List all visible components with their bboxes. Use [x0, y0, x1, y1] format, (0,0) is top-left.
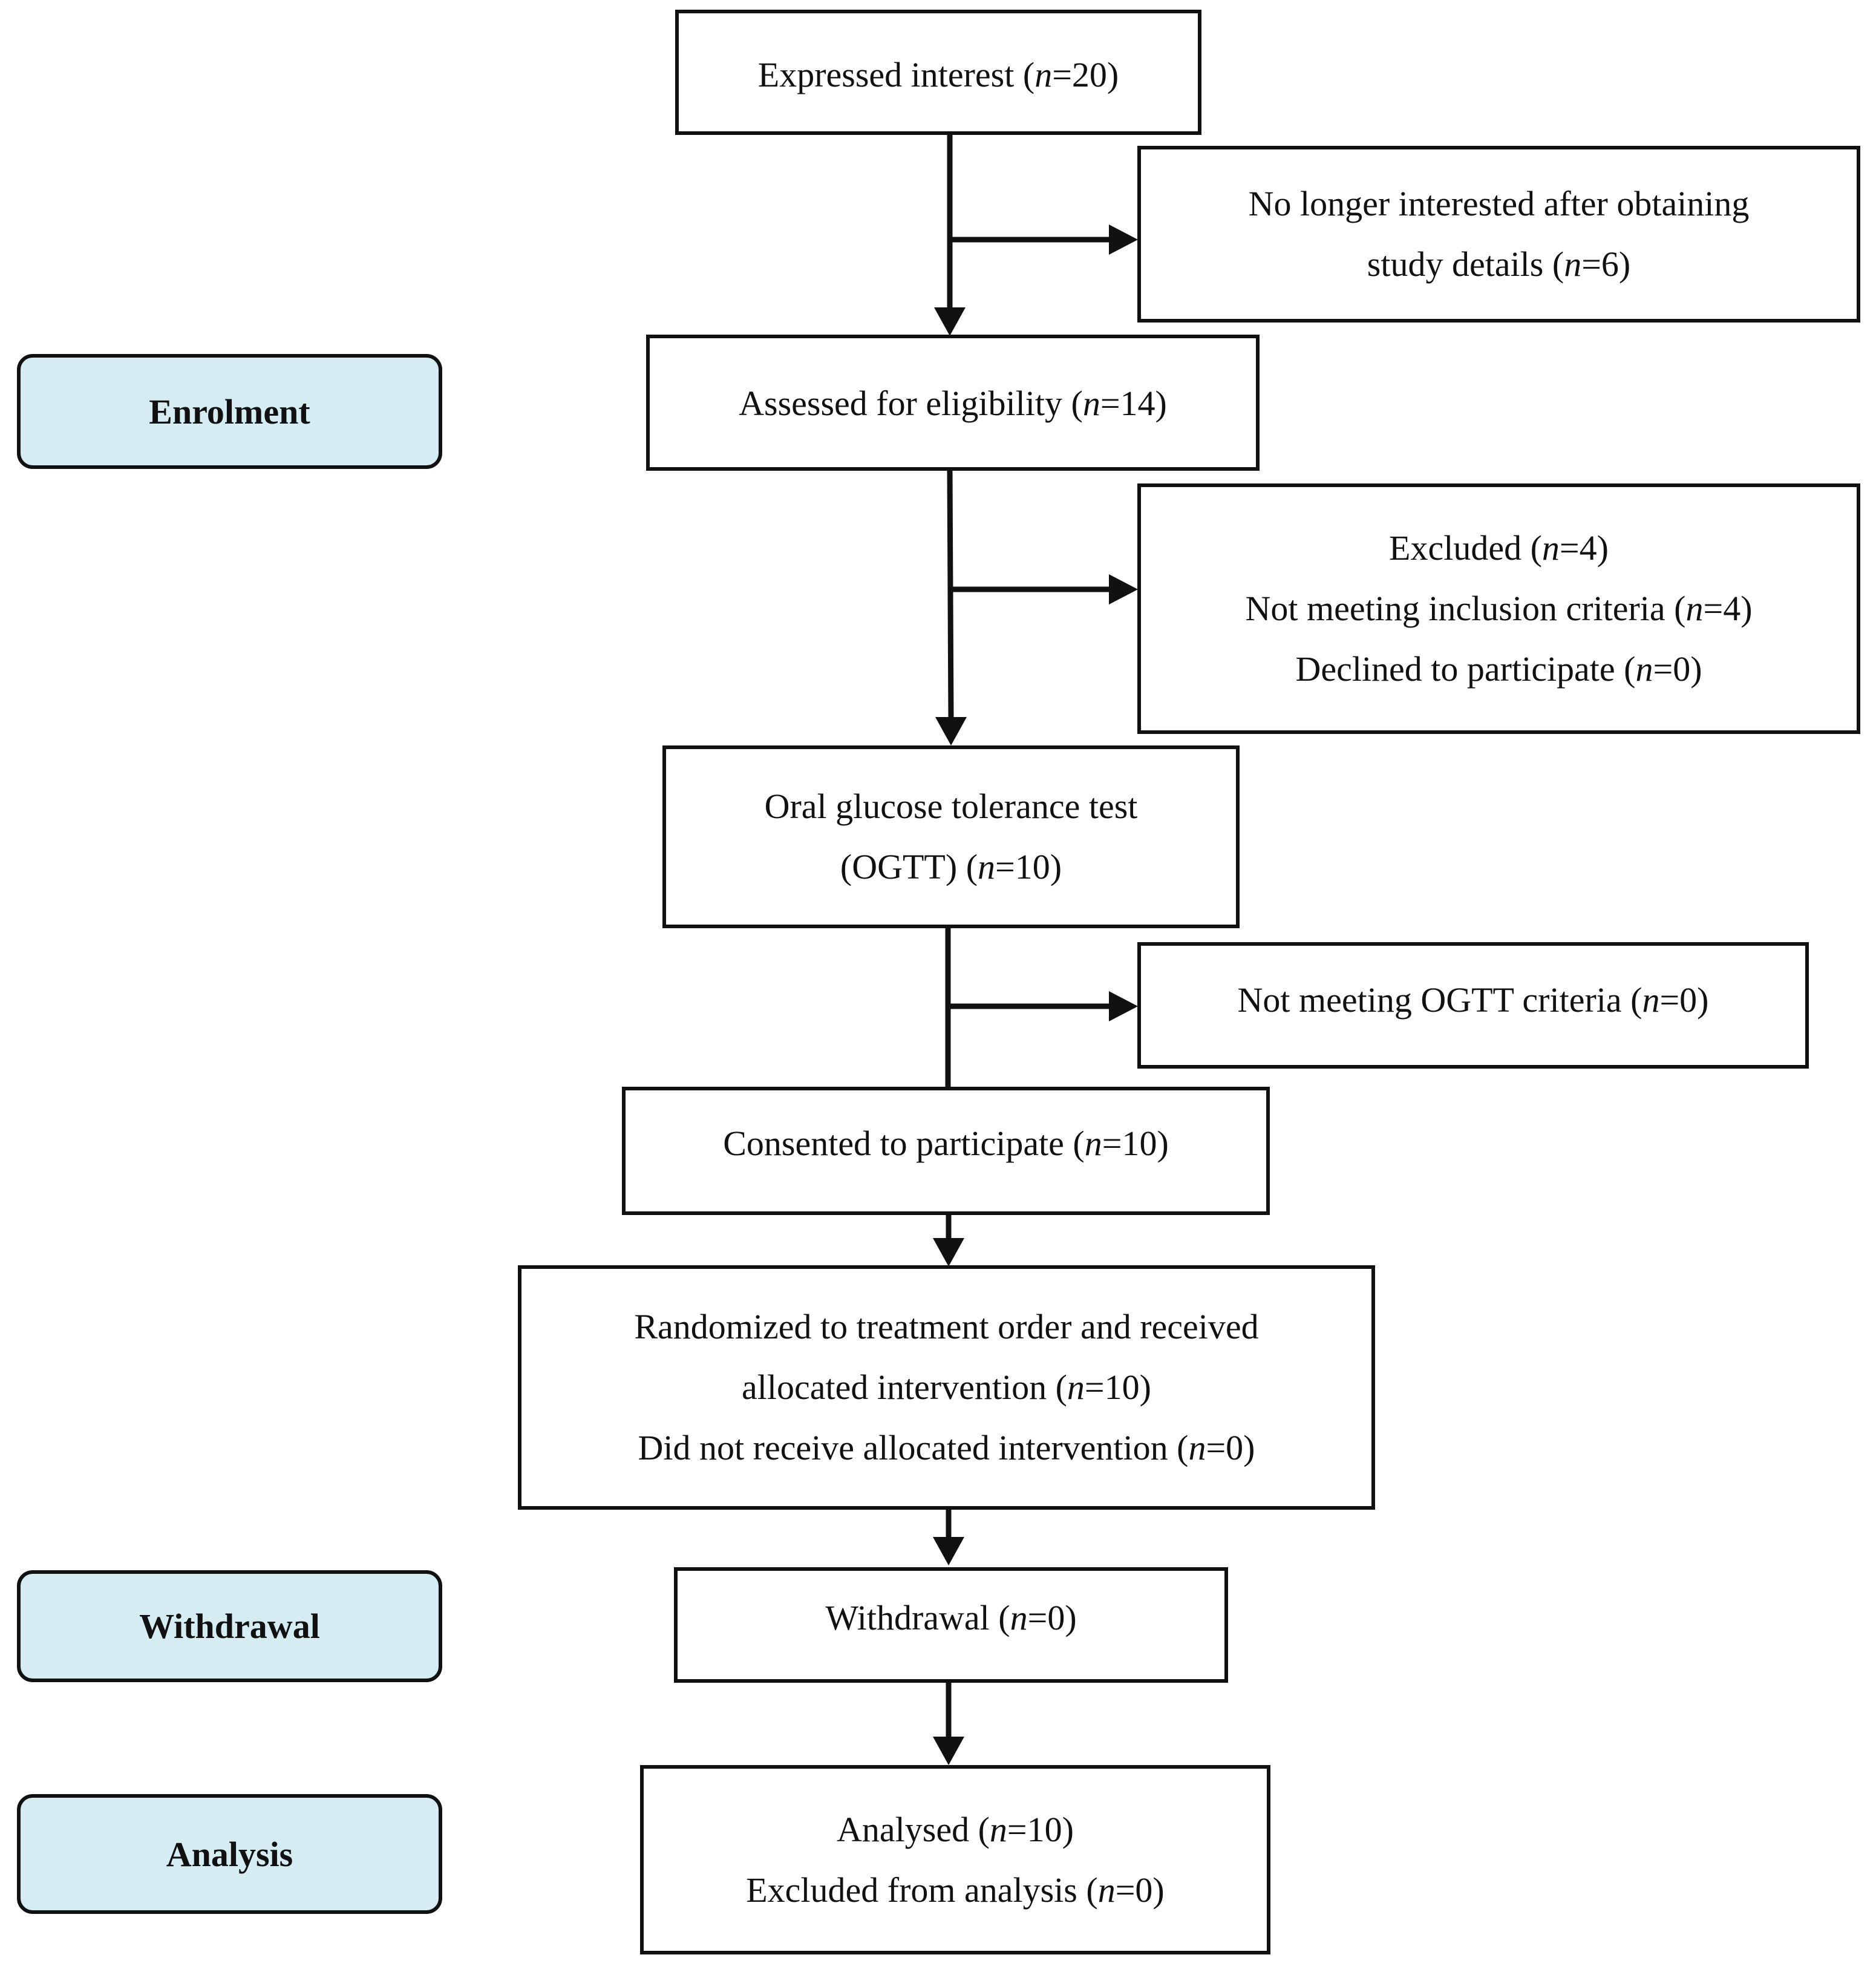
- arrowhead-down-assessed: [934, 307, 966, 336]
- connector-assessed-ogtt: [947, 470, 954, 721]
- box-line: study details (n=6): [1367, 244, 1631, 284]
- stage-withdrawal-label: Withdrawal: [139, 1607, 320, 1646]
- arrowhead-right-ogtt-criteria: [1109, 991, 1138, 1021]
- arrowhead-down-randomized: [933, 1238, 964, 1266]
- arrowhead-right-no-longer: [1109, 224, 1138, 255]
- box-ogtt: Oral glucose tolerance test (OGTT) (n=10…: [662, 745, 1240, 928]
- stage-analysis-label: Analysis: [166, 1834, 293, 1874]
- box-line: (OGTT) (n=10): [840, 847, 1062, 886]
- box-not-meeting-ogtt: Not meeting OGTT criteria (n=0): [1137, 942, 1809, 1069]
- box-assessed-eligibility: Assessed for eligibility (n=14): [646, 335, 1260, 471]
- n-symbol: n: [1084, 1124, 1102, 1163]
- n-symbol: n: [1082, 384, 1100, 423]
- n-symbol: n: [1685, 589, 1704, 628]
- n-symbol: n: [989, 1809, 1007, 1849]
- arrowhead-right-excluded: [1109, 574, 1138, 604]
- n-symbol: n: [1642, 980, 1660, 1020]
- box-line: Analysed (n=10): [837, 1809, 1074, 1849]
- box-line: Declined to participate (n=0): [1295, 649, 1702, 689]
- arrowhead-down-analysed: [933, 1737, 964, 1765]
- box-line: Randomized to treatment order and receiv…: [634, 1307, 1259, 1346]
- box-withdrawal: Withdrawal (n=0): [674, 1567, 1228, 1683]
- n-symbol: n: [1010, 1598, 1028, 1637]
- box-line: Oral glucose tolerance test: [764, 787, 1138, 826]
- box-analysed: Analysed (n=10) Excluded from analysis (…: [640, 1765, 1270, 1954]
- n-symbol: n: [1188, 1428, 1206, 1467]
- stage-enrolment-label: Enrolment: [149, 391, 310, 431]
- arrowhead-down-ogtt: [935, 717, 967, 745]
- box-no-longer-interested: No longer interested after obtaining stu…: [1137, 146, 1860, 323]
- n-symbol: n: [1564, 244, 1582, 284]
- arrowhead-down-withdrawal: [933, 1537, 964, 1565]
- box-line: Consented to participate (n=10): [723, 1124, 1169, 1163]
- n-symbol: n: [1034, 55, 1053, 94]
- box-line: Excluded from analysis (n=0): [746, 1870, 1165, 1910]
- n-symbol: n: [978, 847, 996, 886]
- box-line: Not meeting OGTT criteria (n=0): [1237, 980, 1709, 1020]
- stage-enrolment: Enrolment: [17, 354, 442, 469]
- box-expressed-interest: Expressed interest (n=20): [675, 10, 1201, 135]
- stage-analysis: Analysis: [17, 1794, 442, 1914]
- box-line: Withdrawal (n=0): [825, 1598, 1077, 1637]
- box-line: Expressed interest (n=20): [757, 55, 1119, 94]
- n-symbol: n: [1097, 1870, 1116, 1910]
- box-line: Assessed for eligibility (n=14): [739, 384, 1167, 423]
- n-symbol: n: [1067, 1368, 1085, 1407]
- box-line: No longer interested after obtaining: [1248, 184, 1750, 223]
- box-line: Excluded (n=4): [1389, 528, 1609, 568]
- box-line: Not meeting inclusion criteria (n=4): [1245, 589, 1753, 628]
- n-symbol: n: [1635, 649, 1653, 689]
- n-symbol: n: [1541, 528, 1560, 568]
- stage-withdrawal: Withdrawal: [17, 1570, 442, 1682]
- box-consented: Consented to participate (n=10): [622, 1087, 1270, 1215]
- box-randomized: Randomized to treatment order and receiv…: [518, 1265, 1375, 1510]
- box-excluded: Excluded (n=4) Not meeting inclusion cri…: [1137, 483, 1860, 734]
- box-line: allocated intervention (n=10): [742, 1368, 1151, 1407]
- box-line: Did not receive allocated intervention (…: [638, 1428, 1255, 1467]
